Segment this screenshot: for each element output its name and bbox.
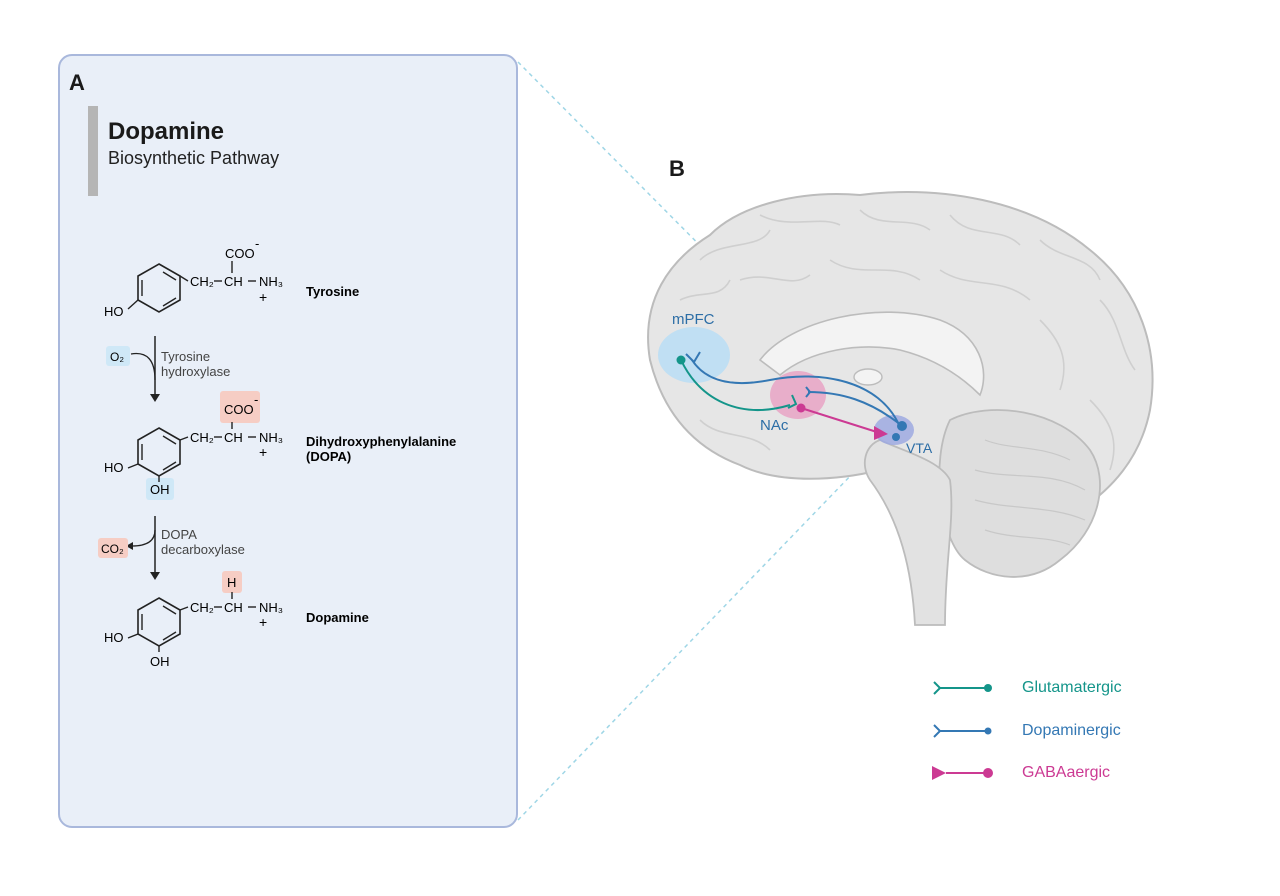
dopamine-h: H <box>227 575 236 590</box>
panel-a-label: A <box>69 70 85 95</box>
dopamine-ch: CH <box>224 600 243 615</box>
enzyme-tyrosine-hydroxylase-1: Tyrosine <box>161 349 210 364</box>
pathway-subtitle: Biosynthetic Pathway <box>108 148 280 168</box>
dopamine-nh3: NH₃ <box>259 600 283 615</box>
gabaergic-pathway <box>800 407 881 434</box>
dopa-structure: HO OH CH₂ CH NH₃ + COO - <box>104 391 283 500</box>
dopaminergic-pathway-mpfc <box>691 359 901 428</box>
dopaminergic-pathway-nac <box>807 391 903 427</box>
mpfc-region <box>658 327 730 383</box>
dopamine-oh: OH <box>150 654 170 669</box>
legend-item-gabaergic: GABAaergic <box>930 761 1110 785</box>
tyrosine-plus: + <box>259 289 267 305</box>
tyrosine-ch: CH <box>224 274 243 289</box>
tyrosine-structure: HO CH₂ CH NH₃ + COO - <box>104 236 283 319</box>
dopa-plus: + <box>259 444 267 460</box>
dopamine-ch2: CH₂ <box>190 600 214 615</box>
dopamine-structure: HO OH CH₂ CH NH₃ + H <box>104 571 283 669</box>
dopa-minus: - <box>254 392 258 407</box>
dopaminergic-line-icon <box>933 724 992 738</box>
reaction-2: CO₂ DOPA decarboxylase <box>98 516 245 580</box>
legend-label-glutamatergic: Glutamatergic <box>1022 679 1122 696</box>
glutamatergic-line-icon <box>933 681 992 695</box>
tyrosine-coo: COO <box>225 246 255 261</box>
co2-byproduct: CO₂ <box>101 542 124 556</box>
glutamatergic-pathway <box>680 359 791 411</box>
nac-label: NAc <box>760 417 789 434</box>
gabaergic-line-icon <box>932 766 993 780</box>
title-accent-bar <box>88 106 98 196</box>
dopamine-ho: HO <box>104 630 124 645</box>
tyrosine-minus: - <box>255 236 259 251</box>
pathway-title: Dopamine <box>108 118 225 145</box>
tyrosine-ch2: CH₂ <box>190 274 214 289</box>
dopa-ho: HO <box>104 460 124 475</box>
dopamine-plus: + <box>259 614 267 630</box>
panel-b-label: B <box>669 156 685 181</box>
tyrosine-nh3: NH₃ <box>259 274 283 289</box>
legend-label-gabaergic: GABAaergic <box>1022 764 1111 781</box>
dopa-ch: CH <box>224 430 243 445</box>
pathway-panel <box>58 54 518 828</box>
o2-cofactor: O₂ <box>110 350 124 364</box>
dopamine-name: Dopamine <box>306 610 369 625</box>
tyrosine-name: Tyrosine <box>306 284 359 299</box>
dopa-name-2: (DOPA) <box>306 449 351 464</box>
legend-label-dopaminergic: Dopaminergic <box>1022 722 1121 739</box>
enzyme-dopa-decarboxylase-2: decarboxylase <box>161 542 245 557</box>
cerebellum <box>938 409 1101 578</box>
enzyme-dopa-decarboxylase-1: DOPA <box>161 527 197 542</box>
dopa-nh3: NH₃ <box>259 430 283 445</box>
brainstem <box>863 439 953 626</box>
reaction-1: O₂ Tyrosine hydroxylase <box>106 336 230 402</box>
vta-label: VTA <box>906 440 933 456</box>
corpus-callosum <box>758 311 985 397</box>
enzyme-tyrosine-hydroxylase-2: hydroxylase <box>161 364 230 379</box>
dopa-oh: OH <box>150 482 170 497</box>
dopa-ch2: CH₂ <box>190 430 214 445</box>
mpfc-label: mPFC <box>672 311 715 328</box>
legend-item-dopaminergic: Dopaminergic <box>930 719 1121 743</box>
legend: Glutamatergic Dopaminergic GABAaergic <box>930 676 1190 786</box>
tyrosine-ho: HO <box>104 304 124 319</box>
dopa-coo: COO <box>224 402 254 417</box>
dopa-name-1: Dihydroxyphenylalanine <box>306 434 456 449</box>
legend-item-glutamatergic: Glutamatergic <box>930 676 1122 700</box>
